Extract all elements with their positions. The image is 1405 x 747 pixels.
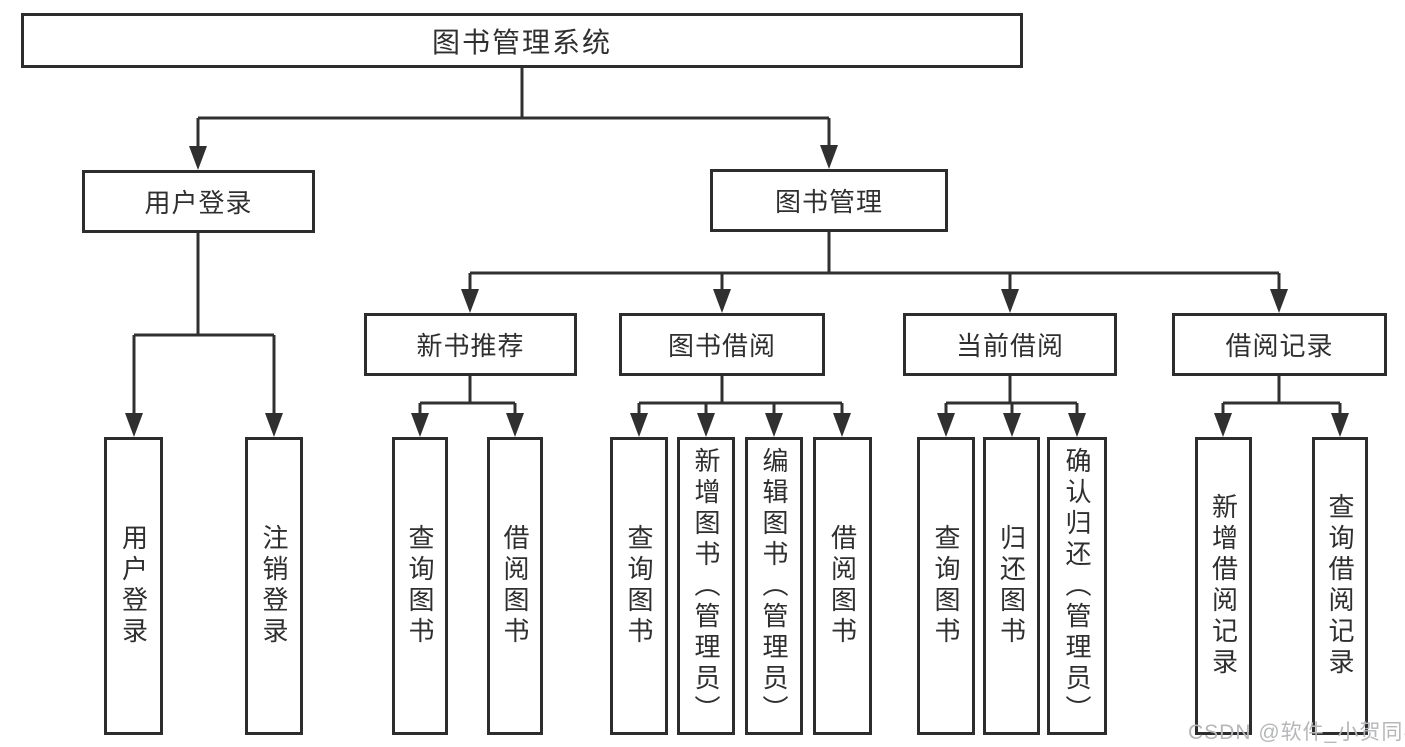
- node-label: 用户登录: [144, 188, 253, 218]
- leaf-query-books-current: 查询图书: [917, 437, 975, 735]
- leaf-add-books-admin: 新增图书（管理员）: [677, 437, 735, 735]
- node-label: 当前借阅: [955, 331, 1064, 361]
- node-root-library-system: 图书管理系统: [21, 13, 1023, 68]
- node-label: 借阅图书: [500, 524, 530, 648]
- leaf-query-books-borrow: 查询图书: [610, 437, 668, 735]
- leaf-user-login: 用户登录: [104, 437, 163, 735]
- node-book-borrow: 图书借阅: [619, 313, 825, 376]
- leaf-borrow-books: 借阅图书: [813, 437, 872, 735]
- node-label: 查询图书: [931, 524, 961, 648]
- node-label: 新增图书（管理员）: [691, 446, 721, 726]
- node-label: 注销登录: [259, 524, 289, 648]
- node-label: 新增借阅记录: [1208, 493, 1239, 679]
- leaf-logout: 注销登录: [245, 437, 303, 735]
- leaf-return-books: 归还图书: [983, 437, 1040, 735]
- node-label: 图书管理: [774, 187, 883, 217]
- csdn-watermark: CSDN @软件_小贺同学: [1188, 721, 1405, 744]
- leaf-query-books-recommend: 查询图书: [392, 437, 448, 735]
- node-book-management: 图书管理: [710, 169, 948, 232]
- leaf-query-borrow-record: 查询借阅记录: [1312, 437, 1368, 735]
- node-label: 归还图书: [996, 524, 1027, 648]
- leaf-borrow-books-recommend: 借阅图书: [487, 437, 543, 735]
- leaf-edit-books-admin: 编辑图书（管理员）: [745, 437, 803, 735]
- node-user-login: 用户登录: [82, 170, 315, 233]
- connector-path: [132, 68, 1342, 419]
- node-label: 查询图书: [405, 524, 435, 648]
- leaf-confirm-return-admin: 确认归还（管理员）: [1047, 437, 1107, 735]
- node-label: 用户登录: [118, 524, 149, 648]
- node-borrow-records: 借阅记录: [1172, 313, 1387, 376]
- node-label: 借阅图书: [827, 524, 858, 648]
- node-label: 借阅记录: [1225, 331, 1334, 361]
- node-label: 图书管理系统: [431, 26, 612, 58]
- leaf-add-borrow-record: 新增借阅记录: [1195, 437, 1252, 735]
- node-label: 图书借阅: [667, 331, 776, 361]
- node-current-borrow: 当前借阅: [903, 313, 1117, 376]
- node-label: 查询图书: [624, 524, 654, 648]
- node-label: 编辑图书（管理员）: [759, 446, 789, 726]
- node-label: 查询借阅记录: [1325, 493, 1355, 679]
- node-label: 新书推荐: [416, 331, 525, 361]
- node-new-book-recommend: 新书推荐: [364, 313, 577, 376]
- node-label: 确认归还（管理员）: [1062, 446, 1092, 726]
